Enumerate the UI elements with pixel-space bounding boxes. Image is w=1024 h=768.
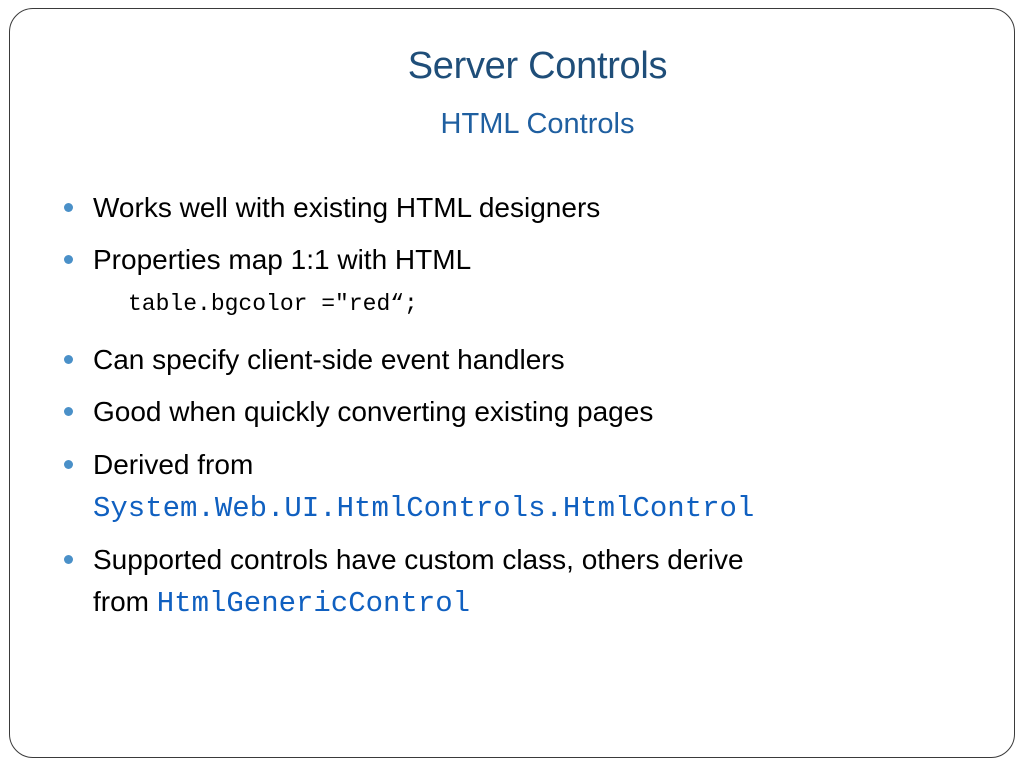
bullet-dot [64,203,73,212]
bullet-item-5: Derived from System.Web.UI.HtmlControls.… [93,444,754,530]
slide-frame [9,8,1015,758]
generic-control-code: HtmlGenericControl [156,587,471,620]
bullet-dot [64,460,73,469]
bullet-item-6: Supported controls have custom class, ot… [93,539,744,625]
bullet-dot [64,355,73,364]
bullet-item-4: Good when quickly converting existing pa… [93,396,654,427]
bullet-dot [64,255,73,264]
slide-title: Server Controls [407,45,668,87]
bullet-item-1: Works well with existing HTML designers [93,192,601,223]
class-name-code: System.Web.UI.HtmlControls.HtmlControl [93,492,755,525]
bullet-item-5-text: Derived from [93,449,254,480]
code-example: table.bgcolor ="red“; [128,291,418,317]
bullet-item-2: Properties map 1:1 with HTML [93,244,472,275]
bullet-item-6-line1: Supported controls have custom class, ot… [93,544,744,575]
bullet-item-6-prefix: from [93,586,157,617]
bullet-dot [64,407,73,416]
slide-subtitle: HTML Controls [440,108,635,140]
bullet-dot [64,555,73,564]
bullet-item-3: Can specify client-side event handlers [93,344,565,375]
